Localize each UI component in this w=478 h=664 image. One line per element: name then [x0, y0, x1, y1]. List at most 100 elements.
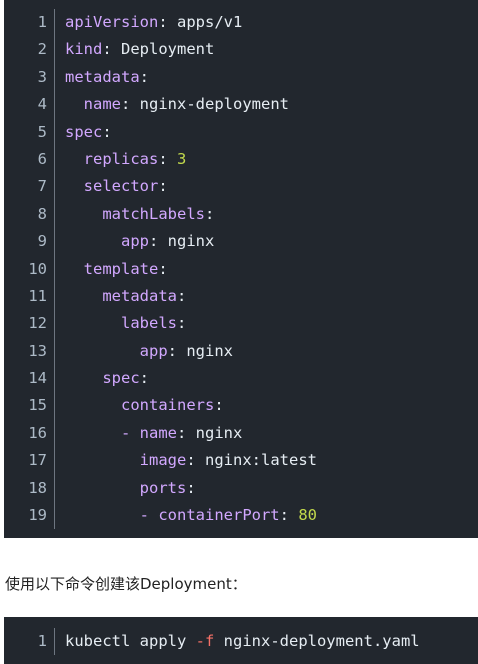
yaml-separator: : — [149, 232, 168, 251]
code-line: 6 replicas: 3 — [4, 145, 478, 174]
code-text: matchLabels: — [54, 200, 478, 229]
command-argument: nginx-deployment.yaml — [214, 632, 420, 650]
yaml-value: nginx-deployment — [139, 95, 289, 114]
yaml-separator: : — [204, 204, 215, 223]
yaml-key: spec — [102, 369, 140, 388]
yaml-key: containerPort — [158, 506, 280, 525]
code-line: 13 app: nginx — [4, 337, 478, 366]
yaml-key: selector — [83, 177, 159, 196]
yaml-key: ports — [139, 478, 187, 497]
indent — [65, 451, 140, 469]
yaml-separator: : — [186, 478, 196, 497]
code-line: 12 labels: — [4, 310, 478, 338]
code-text: metadata: — [54, 63, 478, 92]
yaml-key: labels — [121, 314, 177, 333]
line-number: 4 — [37, 95, 47, 114]
yaml-key: metadata — [65, 67, 140, 86]
code-text: containers: — [54, 392, 478, 420]
code-line: 8 matchLabels: — [4, 200, 478, 229]
yaml-separator: : — [139, 67, 149, 86]
code-line: 14 spec: — [4, 365, 478, 393]
indent — [65, 396, 121, 414]
indent — [65, 205, 102, 223]
yaml-separator: : — [177, 423, 196, 442]
yaml-value: nginx:latest — [205, 451, 317, 470]
code-line: 7 selector: — [4, 173, 478, 201]
indent — [65, 314, 121, 332]
code-text: spec: — [54, 365, 478, 393]
code-text: image: nginx:latest — [54, 447, 478, 475]
code-line: 19 - containerPort: 80 — [4, 502, 478, 530]
command-name: kubectl apply — [65, 632, 196, 650]
indent — [65, 506, 140, 524]
indent — [65, 232, 121, 250]
yaml-key: matchLabels — [102, 204, 205, 223]
yaml-value: apps/v1 — [177, 13, 243, 31]
yaml-value: Deployment — [121, 40, 215, 59]
yaml-separator: : — [214, 396, 224, 415]
indent — [65, 369, 102, 387]
line-number: 19 — [28, 506, 47, 525]
code-text: app: nginx — [54, 337, 478, 366]
code-text: labels: — [54, 310, 478, 338]
yaml-value: 3 — [177, 149, 187, 168]
code-line: 4 name: nginx-deployment — [4, 91, 478, 119]
yaml-key: image — [139, 451, 187, 470]
yaml-key: apiVersion — [65, 13, 159, 31]
yaml-key: app — [139, 341, 168, 360]
code-line: 9 app: nginx — [4, 228, 478, 256]
yaml-separator: : — [186, 451, 205, 470]
line-number: 8 — [37, 204, 47, 223]
code-text: spec: — [54, 118, 478, 146]
indent — [65, 177, 84, 195]
code-text: metadata: — [54, 282, 478, 311]
line-number: 10 — [28, 259, 47, 278]
instruction-text: 使用以下命令创建该Deployment： — [5, 575, 247, 593]
code-line: 18 ports: — [4, 474, 478, 503]
code-line: 15 containers: — [4, 392, 478, 420]
line-number: 3 — [37, 67, 47, 86]
yaml-key: name — [83, 95, 121, 114]
code-line: 16 - name: nginx — [4, 419, 478, 448]
line-number: 11 — [28, 286, 47, 305]
code-text: app: nginx — [54, 228, 478, 256]
indent — [65, 150, 84, 168]
indent — [65, 424, 121, 442]
code-text: ports: — [54, 474, 478, 503]
yaml-value: nginx — [195, 423, 243, 442]
yaml-key: kind — [65, 40, 103, 59]
yaml-separator: : — [176, 286, 187, 305]
yaml-separator: : — [158, 149, 177, 168]
yaml-separator: : — [139, 369, 149, 388]
code-line: 3 metadata: — [4, 63, 478, 92]
yaml-separator: : — [121, 95, 140, 114]
code-line: 10 template: — [4, 255, 478, 283]
line-number: 17 — [28, 451, 47, 470]
line-number: 1 — [37, 13, 47, 31]
code-text: - name: nginx — [54, 419, 478, 448]
line-number: 18 — [28, 478, 47, 497]
line-number: 16 — [28, 423, 47, 442]
yaml-key: template — [83, 259, 159, 278]
yaml-separator: : — [102, 40, 121, 59]
yaml-key: containers — [121, 396, 215, 415]
code-line: 17 image: nginx:latest — [4, 447, 478, 475]
line-number: 15 — [28, 396, 47, 415]
indent — [65, 479, 140, 497]
yaml-key: metadata — [102, 286, 177, 305]
line-number: 13 — [28, 341, 47, 360]
line-number: 7 — [37, 177, 47, 196]
code-line: 5 spec: — [4, 118, 478, 146]
command-code-block: 1 kubectl apply -f nginx-deployment.yaml — [4, 617, 478, 664]
line-number: 12 — [28, 314, 47, 333]
yaml-separator: : — [158, 13, 177, 31]
yaml-key: spec — [65, 122, 103, 141]
line-number: 5 — [37, 122, 47, 141]
code-text: replicas: 3 — [54, 145, 478, 174]
code-text: template: — [54, 255, 478, 283]
code-text: name: nginx-deployment — [54, 91, 478, 119]
line-number: 6 — [37, 149, 47, 168]
code-line: 11 metadata: — [4, 282, 478, 311]
